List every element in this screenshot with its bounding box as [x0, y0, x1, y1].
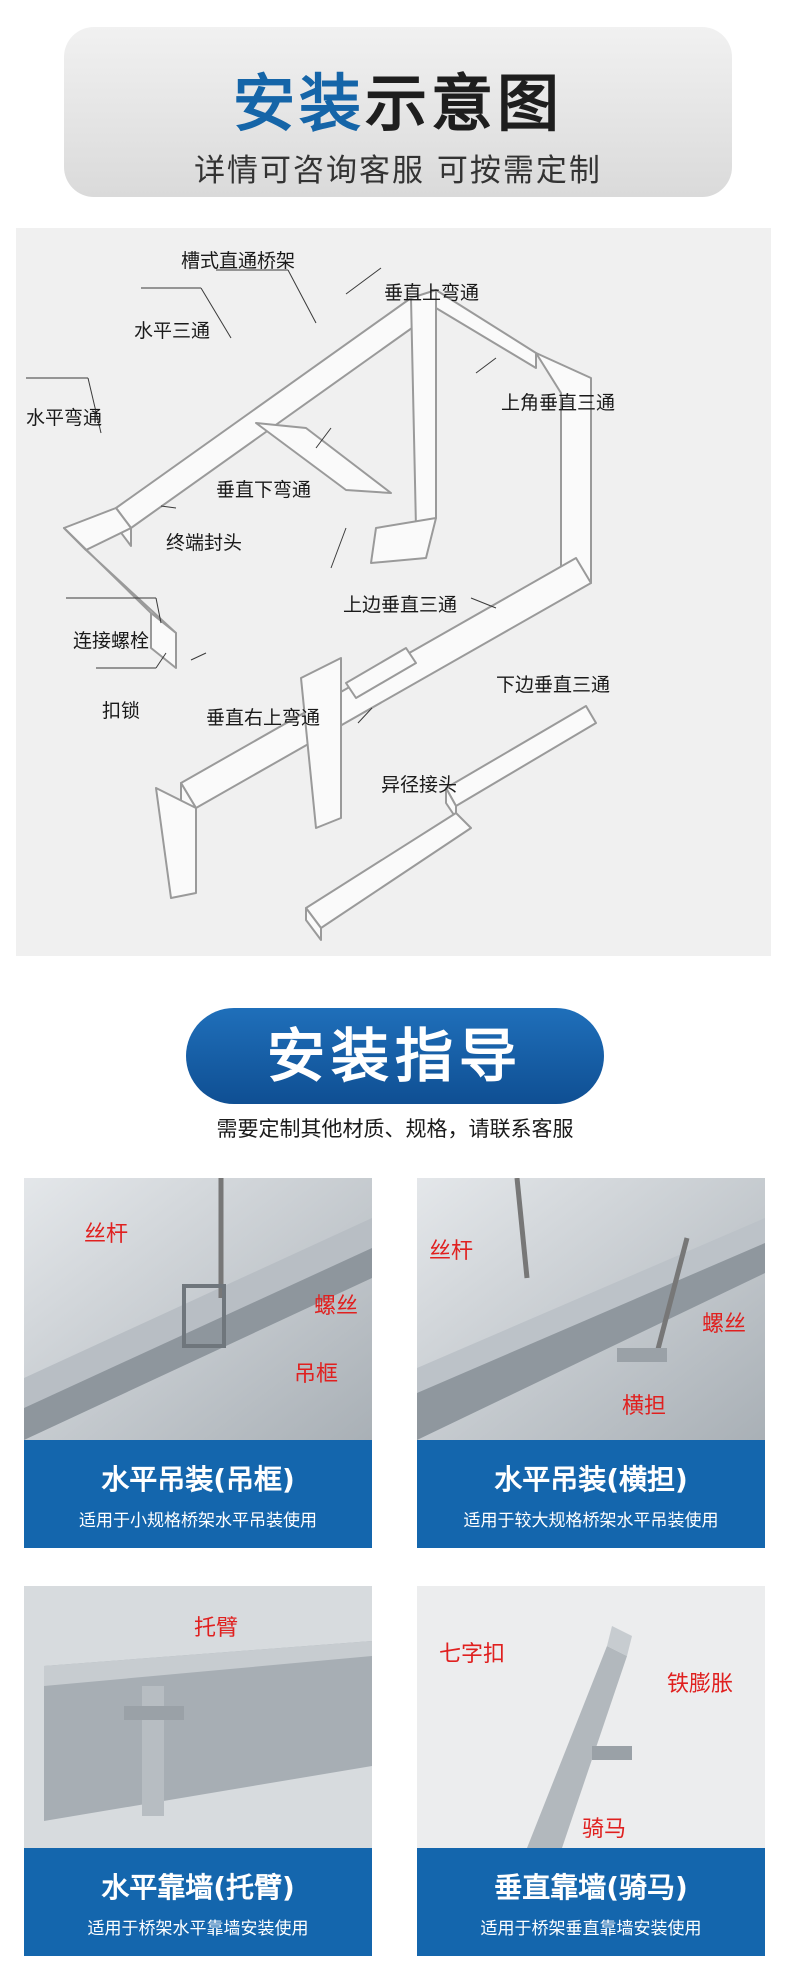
card-title: 水平吊装(吊框) [101, 1463, 295, 1496]
label-screw: 螺丝 [314, 1294, 359, 1319]
label-seven-clip: 七字扣 [439, 1642, 506, 1667]
label-saddle: 骑马 [582, 1817, 627, 1842]
page-subtitle: 详情可咨询客服 可按需定制 [194, 153, 602, 189]
label-crossarm: 横担 [622, 1394, 667, 1419]
label-lower-vertical-tee: 下边垂直三通 [496, 674, 611, 696]
saddle-photo [417, 1586, 765, 1848]
label-reducer: 异径接头 [381, 774, 458, 796]
label-support-arm: 托臂 [194, 1616, 239, 1641]
card-desc: 适用于桥架水平靠墙安装使用 [87, 1919, 309, 1939]
card-title: 水平靠墙(托臂) [101, 1871, 295, 1904]
label-horizontal-tee: 水平三通 [134, 320, 211, 342]
label-screw: 螺丝 [702, 1312, 747, 1337]
label-connecting-bolt: 连接螺栓 [73, 630, 150, 652]
card-desc: 适用于桥架垂直靠墙安装使用 [480, 1919, 702, 1939]
label-vertical-up-bend: 垂直上弯通 [384, 282, 480, 304]
label-threaded-rod: 丝杆 [84, 1222, 129, 1247]
guide-title: 安装指导 [186, 1008, 604, 1104]
hanging-frame-photo [24, 1178, 372, 1440]
label-buckle-lock: 扣锁 [102, 700, 141, 722]
label-vertical-down-bend: 垂直下弯通 [216, 479, 312, 501]
card-vertical-wall-saddle: 七字扣 铁膨胀 骑马 垂直靠墙(骑马) 适用于桥架垂直靠墙安装使用 [417, 1586, 765, 1956]
tray-line-drawing [26, 267, 597, 941]
label-threaded-rod: 丝杆 [429, 1239, 474, 1264]
guide-subtitle: 需要定制其他材质、规格，请联系客服 [216, 1117, 574, 1141]
label-hanging-frame: 吊框 [294, 1362, 339, 1387]
card-horizontal-wall-bracket: 托臂 水平靠墙(托臂) 适用于桥架水平靠墙安装使用 [24, 1586, 372, 1956]
label-end-cap: 终端封头 [166, 532, 243, 554]
card-horizontal-hanging-crossarm: 丝杆 螺丝 横担 水平吊装(横担) 适用于较大规格桥架水平吊装使用 [417, 1178, 765, 1548]
caption-bar: 水平吊装(横担) 适用于较大规格桥架水平吊装使用 [417, 1440, 765, 1548]
caption-bar: 水平靠墙(托臂) 适用于桥架水平靠墙安装使用 [24, 1848, 372, 1956]
caption-bar: 垂直靠墙(骑马) 适用于桥架垂直靠墙安装使用 [417, 1848, 765, 1956]
card-desc: 适用于较大规格桥架水平吊装使用 [463, 1511, 719, 1531]
card-title: 垂直靠墙(骑马) [494, 1871, 688, 1904]
wall-bracket-photo [24, 1586, 372, 1848]
crossarm-photo [417, 1178, 765, 1440]
label-horizontal-bend: 水平弯通 [26, 407, 103, 429]
label-straight-tray: 槽式直通桥架 [181, 250, 296, 272]
label-expansion-bolt: 铁膨胀 [667, 1672, 734, 1697]
page-title: 安装示意图 [64, 53, 732, 143]
installation-diagram: 槽式直通桥架 垂直上弯通 水平三通 上角垂直三通 水平弯通 垂直下弯通 终端封头… [16, 228, 771, 956]
title-dark: 示意图 [365, 67, 564, 140]
card-desc: 适用于小规格桥架水平吊装使用 [79, 1511, 317, 1531]
caption-bar: 水平吊装(吊框) 适用于小规格桥架水平吊装使用 [24, 1440, 372, 1548]
title-blue: 安装 [232, 67, 365, 140]
card-title: 水平吊装(横担) [494, 1463, 688, 1496]
label-upper-vertical-tee: 上边垂直三通 [343, 594, 458, 616]
label-upper-corner-tee: 上角垂直三通 [501, 392, 616, 414]
label-vertical-right-up-bend: 垂直右上弯通 [206, 707, 321, 729]
header-card: 安装示意图 详情可咨询客服 可按需定制 [64, 27, 732, 197]
card-horizontal-hanging-frame: 丝杆 螺丝 吊框 水平吊装(吊框) 适用于小规格桥架水平吊装使用 [24, 1178, 372, 1548]
